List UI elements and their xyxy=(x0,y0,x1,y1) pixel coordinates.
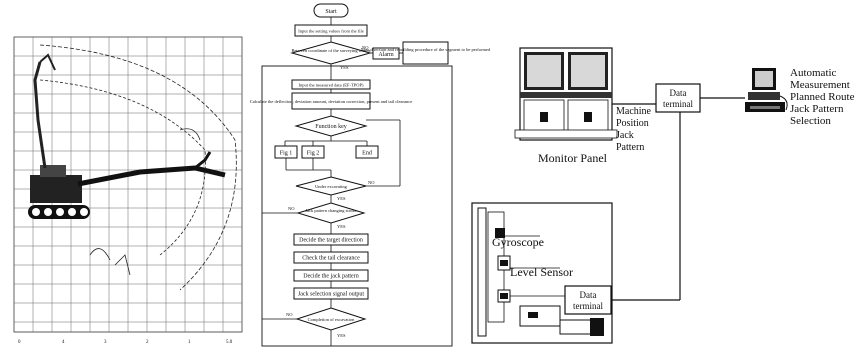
no-label: NO xyxy=(286,312,293,317)
bucket-sketch-right xyxy=(179,128,201,141)
jack-output-label: Jack selection signal output xyxy=(298,292,364,298)
function-key-label: Function key xyxy=(315,124,347,130)
plan-grid xyxy=(13,36,243,332)
no-label: NO xyxy=(288,206,295,211)
fig2-label: Fig 2 xyxy=(307,151,320,157)
alarm-box xyxy=(372,47,400,60)
yes-label: YES xyxy=(340,65,349,70)
flowchart: Start Input the setting values from the … xyxy=(250,3,491,347)
monitor-panel-label: Monitor Panel xyxy=(538,151,608,165)
bucket-sketch-lower xyxy=(89,248,131,276)
planned-route-label: Planned Route xyxy=(790,91,855,103)
automatic-label: Automatic xyxy=(790,67,837,79)
jack-label: Jack xyxy=(616,130,634,141)
end-label: End xyxy=(362,151,372,157)
alarm-note-label: New direction and rebuilding procedure o… xyxy=(361,47,491,52)
check-tail-label: Check the tail clearance xyxy=(302,256,360,262)
data-terminal-bottom-label: Data xyxy=(580,290,597,300)
reach-arc-inner xyxy=(39,79,206,256)
yes-label: YES xyxy=(337,224,346,229)
decision-connect-label: Between coordinate of the surveying resu… xyxy=(291,48,370,53)
decide-target-label: Decide the target direction xyxy=(299,238,363,244)
completion-label: Completion of excavation xyxy=(308,317,355,322)
no-label: NO xyxy=(362,45,369,50)
yes-label: YES xyxy=(337,333,346,338)
under-excavating-label: Under excavating xyxy=(315,184,348,189)
reach-arc-outer xyxy=(39,44,237,291)
pattern-label: Pattern xyxy=(616,142,644,153)
start-label: Start xyxy=(325,9,337,15)
yes-label: YES xyxy=(337,196,346,201)
axis-label: 4 xyxy=(62,340,65,345)
end-box xyxy=(355,145,379,159)
calculate-label: Calculate the deflection, deviation amou… xyxy=(250,99,413,105)
measurement-label: Measurement xyxy=(790,79,850,91)
data-terminal-top-label: Data xyxy=(670,88,687,98)
machine-label: Machine xyxy=(616,106,652,117)
tunnel-machine-cabinet xyxy=(471,202,613,344)
data-terminal-bottom xyxy=(564,285,612,315)
no-label: NO xyxy=(368,180,375,185)
data-terminal-top-label: terminal xyxy=(663,99,693,109)
alarm-note-box xyxy=(402,41,449,65)
flowchart-frame xyxy=(261,65,453,347)
level-sensor-label: Level Sensor xyxy=(510,265,573,279)
axis-label: 3 xyxy=(104,340,107,345)
gyroscope-label: Gyroscope xyxy=(492,235,544,249)
system-diagram: Monitor Panel Machine Position Jack Patt… xyxy=(471,47,855,344)
data-terminal-bottom-label: terminal xyxy=(573,301,603,311)
input-step-label: Input the setting values from the file xyxy=(298,29,363,34)
computer-icon xyxy=(745,68,788,112)
position-label: Position xyxy=(616,118,649,129)
jack-pattern-label: Jack Pattern xyxy=(790,103,844,115)
alarm-label: Alarm xyxy=(378,52,394,58)
plan-axis-labels: 4 3 2 1 0 5.0 xyxy=(18,340,233,345)
fig1-label: Fig 1 xyxy=(280,151,293,157)
data-terminal-top xyxy=(655,83,701,113)
axis-label: 2 xyxy=(146,340,149,345)
axis-label: 1 xyxy=(188,340,191,345)
input-measured-label: Input the measured data (EF-TPOP) xyxy=(299,83,364,88)
machine-plan-drawing: 4 3 2 1 0 5.0 xyxy=(13,36,243,345)
jack-change-decision xyxy=(296,202,366,224)
excavator-icon xyxy=(28,53,226,219)
axis-label: 5.0 xyxy=(226,340,233,345)
axis-label: 0 xyxy=(18,340,21,345)
jack-change-label: Jack pattern changing stroke xyxy=(305,208,356,213)
decide-jack-label: Decide the jack pattern xyxy=(303,274,358,280)
decision-connect xyxy=(290,41,372,65)
monitor-panel-icon xyxy=(514,47,618,141)
selection-label: Selection xyxy=(790,115,831,127)
